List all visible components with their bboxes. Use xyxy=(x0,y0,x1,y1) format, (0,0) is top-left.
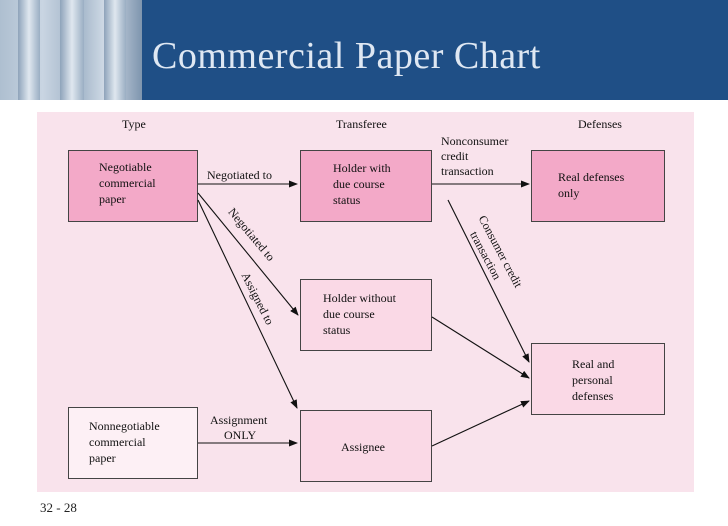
label-nonconsumer-credit: Nonconsumer credit transaction xyxy=(441,134,508,179)
column-header-type: Type xyxy=(122,117,146,131)
box-line: commercial xyxy=(89,435,146,449)
box-line: personal xyxy=(572,373,613,387)
box-line: Holder with xyxy=(333,161,391,175)
box-line: Holder without xyxy=(323,291,396,305)
column-header-defenses: Defenses xyxy=(578,117,622,131)
box-line: Real defenses xyxy=(558,170,625,184)
column-shape xyxy=(18,0,40,100)
assignee-box: Assignee xyxy=(300,410,432,482)
label-negotiated-to: Negotiated to xyxy=(207,168,272,182)
header-photo xyxy=(0,0,142,100)
real-defenses-only-box: Real defenses only xyxy=(531,150,665,222)
label-line: ONLY xyxy=(224,428,257,442)
holder-in-due-course-box: Holder with due course status xyxy=(300,150,432,222)
slide-number: 32 - 28 xyxy=(40,500,77,515)
label-line: Assignment xyxy=(210,413,268,427)
nonnegotiable-paper-box: Nonnegotiable commercial paper xyxy=(68,407,198,479)
slide-header: Commercial Paper Chart xyxy=(0,0,728,100)
holder-without-due-course-box: Holder without due course status xyxy=(300,279,432,351)
box-line: defenses xyxy=(572,389,614,403)
label-line: transaction xyxy=(441,164,494,178)
box-line: Negotiable xyxy=(99,160,152,174)
column-shape xyxy=(60,0,84,100)
box-line: commercial xyxy=(99,176,156,190)
negotiable-paper-box: Negotiable commercial paper xyxy=(68,150,198,222)
box-line: status xyxy=(333,193,361,207)
label-assignment-only: Assignment ONLY xyxy=(210,413,267,443)
column-shape xyxy=(104,0,126,100)
box-line: paper xyxy=(89,451,116,465)
label-line: Nonconsumer xyxy=(441,134,509,148)
box-line: Real and xyxy=(572,357,615,371)
real-and-personal-defenses-box: Real and personal defenses xyxy=(531,343,665,415)
box-line: paper xyxy=(99,192,126,206)
column-header-transferee: Transferee xyxy=(336,117,387,131)
box-line: only xyxy=(558,186,580,200)
box-line: Assignee xyxy=(341,440,385,454)
box-line: due course xyxy=(323,307,375,321)
box-line: Nonnegotiable xyxy=(89,419,160,433)
box-line: due course xyxy=(333,177,385,191)
box-line: status xyxy=(323,323,351,337)
label-line: credit xyxy=(441,149,469,163)
slide-title: Commercial Paper Chart xyxy=(152,35,541,77)
